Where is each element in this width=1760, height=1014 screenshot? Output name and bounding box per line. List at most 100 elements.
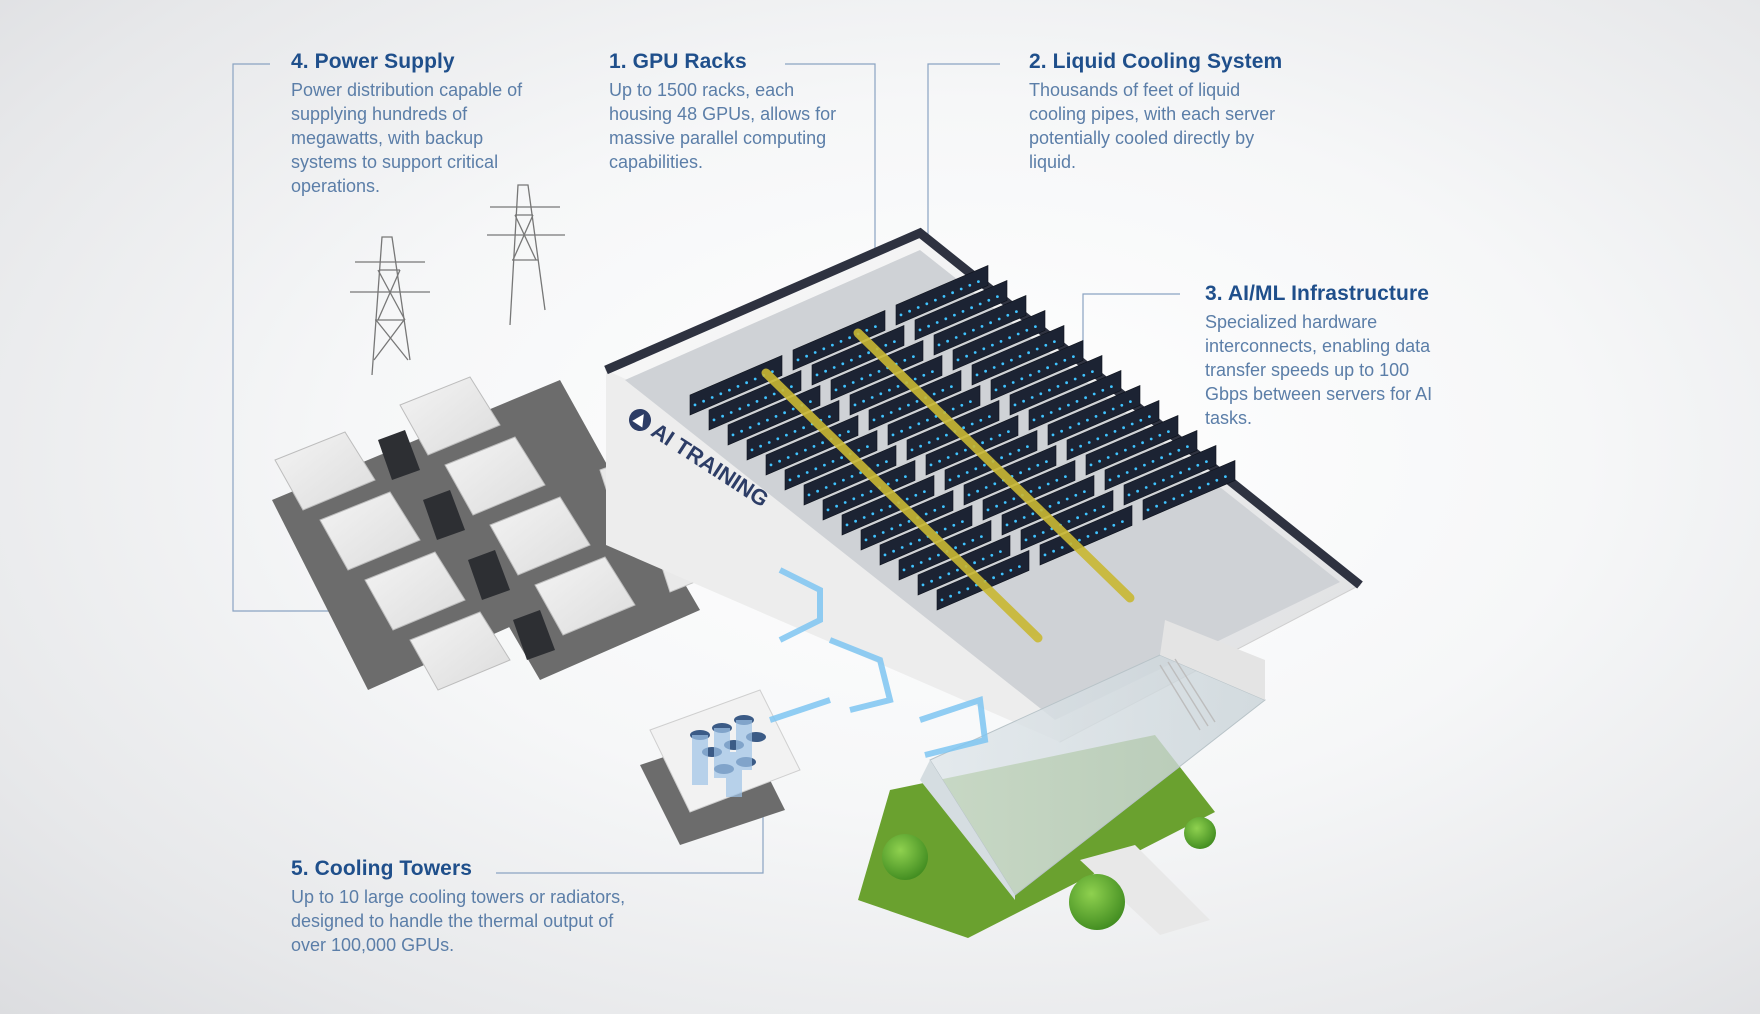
rack-led [802, 426, 805, 430]
rack-led [888, 388, 891, 392]
rack-led [945, 433, 948, 437]
rack-led [839, 340, 843, 343]
gpu-rack [895, 264, 989, 326]
rack-led [977, 280, 980, 283]
rack-led [786, 456, 790, 459]
rack-led [1016, 332, 1020, 336]
gpu-rack-rows [689, 264, 1236, 611]
rack-led [896, 385, 900, 388]
rack-led [805, 354, 808, 358]
rack-led [957, 591, 961, 594]
rack-led [824, 369, 827, 373]
rack-led [880, 508, 883, 512]
rack-led [796, 358, 800, 362]
rack-led [944, 317, 948, 321]
rack-led [826, 508, 830, 512]
rack-led [1084, 396, 1087, 400]
gpu-rack [841, 474, 935, 536]
rack-led [1134, 467, 1138, 471]
rack-led [980, 325, 984, 328]
rack-led [1124, 448, 1127, 452]
rack-led [843, 384, 846, 388]
rack-led [926, 418, 929, 422]
rack-led [861, 493, 864, 497]
rack-led [843, 501, 847, 504]
rack-led [976, 489, 979, 493]
rack-led [948, 478, 952, 482]
callout-liquid-cooling: 2. Liquid Cooling System Thousands of fe… [1029, 50, 1289, 174]
rack-led [937, 553, 940, 557]
rack-led [881, 531, 885, 534]
rack-led [815, 373, 819, 377]
rack-led [865, 328, 869, 332]
rack-led [1181, 493, 1184, 497]
rack-led [693, 403, 697, 407]
rack-led [755, 400, 759, 403]
rack-led [1048, 388, 1051, 392]
rack-led [747, 403, 750, 407]
rack-led [1092, 392, 1096, 396]
callout-title: 5. Cooling Towers [291, 857, 472, 880]
rack-led [804, 448, 807, 452]
rack-led [917, 422, 921, 426]
rack-led [888, 505, 892, 508]
rack-led [970, 422, 974, 426]
rack-led [907, 520, 911, 523]
rack-led [1084, 512, 1088, 516]
rack-led [1008, 336, 1011, 340]
rack-led [929, 463, 933, 467]
rack-led [1029, 373, 1032, 377]
callout-gpu-racks: 1. GPU Racks Up to 1500 racks, each hous… [609, 50, 839, 174]
gpu-rack [868, 369, 962, 431]
rack-led [916, 306, 920, 309]
rack-led [960, 403, 964, 407]
rack-led [993, 482, 997, 486]
rack-led [862, 399, 865, 403]
rack-led [1082, 373, 1086, 377]
rack-led [965, 354, 968, 358]
rack-led [938, 459, 941, 463]
gpu-rack [689, 354, 783, 416]
rack-led [769, 463, 773, 467]
rack-led [1060, 546, 1064, 549]
rack-led [1013, 403, 1017, 407]
callout-text: Thousands of feet of liquid cooling pipe… [1029, 80, 1276, 172]
rack-led [949, 594, 952, 598]
rack-led [729, 411, 733, 414]
rack-led [1065, 497, 1069, 501]
rack-led [1076, 516, 1079, 520]
gpu-rack [860, 489, 954, 551]
rack-led [759, 444, 762, 448]
rack-led [1068, 426, 1072, 429]
power-pylon-icon [350, 236, 430, 376]
rack-led [889, 411, 893, 414]
rack-led [848, 336, 851, 340]
rack-led [1029, 490, 1033, 493]
rack-led [712, 418, 716, 422]
rack-led [1117, 474, 1120, 478]
rack-led [946, 456, 950, 459]
rack-led [1206, 482, 1210, 486]
rack-led [961, 520, 964, 523]
rack-led [1121, 520, 1124, 523]
gpu-rack [1009, 354, 1103, 416]
rack-led [731, 433, 735, 437]
rack-led [1067, 403, 1070, 407]
rack-led [750, 448, 754, 452]
rack-led [1044, 343, 1048, 347]
rack-led [919, 561, 923, 564]
rack-led [942, 505, 945, 508]
rack-led [932, 392, 936, 396]
rack-led [1057, 501, 1060, 505]
rack-led [1224, 475, 1227, 478]
rack-led [962, 426, 965, 430]
rack-led [1105, 433, 1108, 437]
callout-title: 4. Power Supply [291, 50, 455, 73]
rack-led [908, 426, 912, 429]
rack-led [910, 448, 914, 452]
rack-led [928, 557, 932, 561]
rack-led [937, 343, 941, 347]
rack-led [954, 546, 957, 550]
rack-led [738, 407, 742, 411]
rack-led [1034, 325, 1037, 328]
